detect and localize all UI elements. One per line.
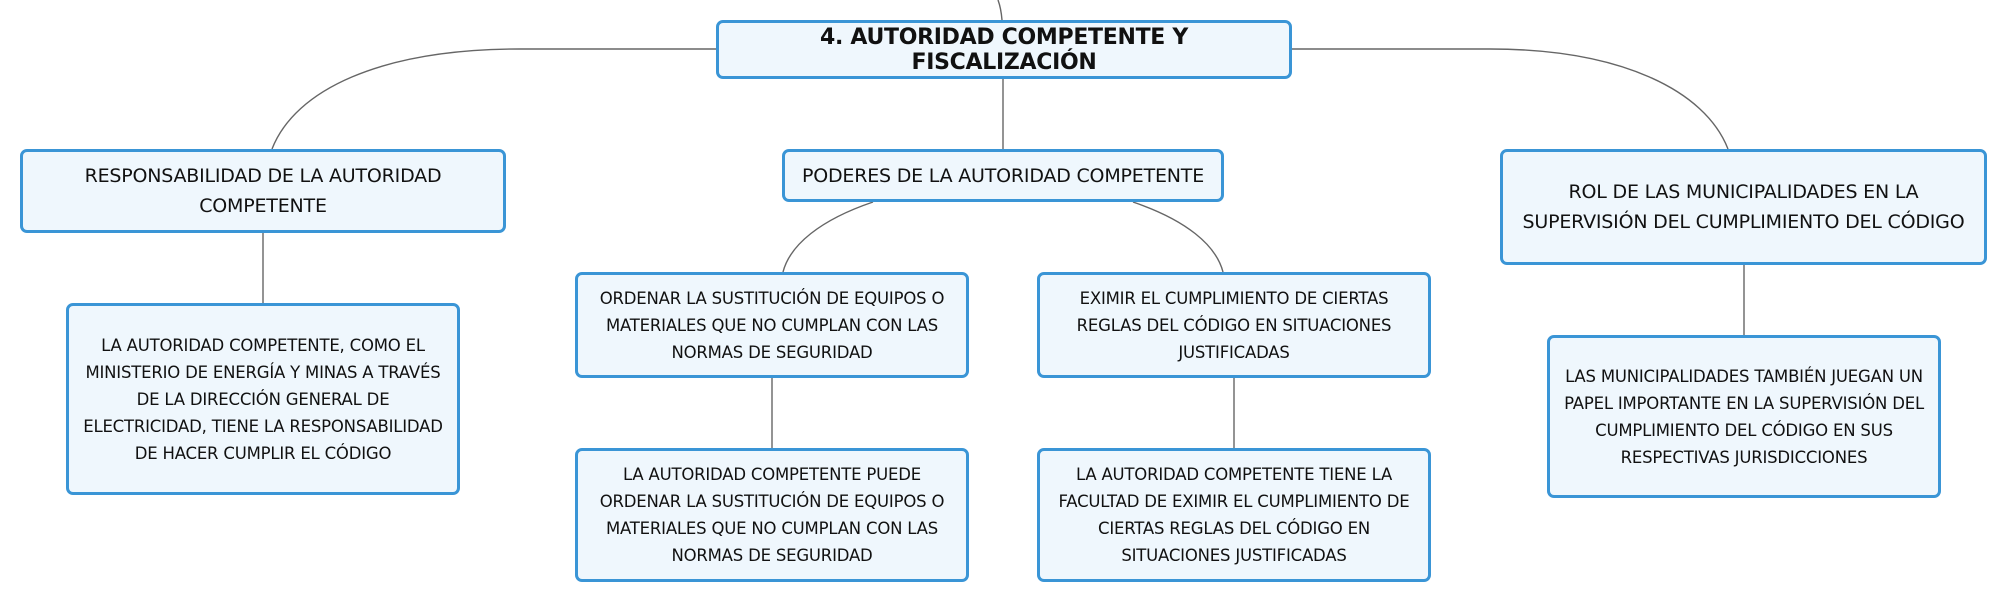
leaf-node-label: LA AUTORIDAD COMPETENTE, COMO EL MINISTE… <box>83 335 443 463</box>
leaf-node-ordenar-detail[interactable]: LA AUTORIDAD COMPETENTE PUEDE ORDENAR LA… <box>575 448 969 582</box>
branch-node-rol[interactable]: ROL DE LAS MUNICIPALIDADES EN LA SUPERVI… <box>1500 149 1987 265</box>
branch-node-label: ROL DE LAS MUNICIPALIDADES EN LA SUPERVI… <box>1522 181 1965 233</box>
sub-node-label: EXIMIR EL CUMPLIMIENTO DE CIERTAS REGLAS… <box>1076 288 1392 362</box>
connector-parent-to-root <box>997 0 1003 21</box>
connector-root-to-rol <box>1292 48 1729 150</box>
connector-poderes-to-ordenar <box>782 201 874 273</box>
leaf-node-eximir-detail[interactable]: LA AUTORIDAD COMPETENTE TIENE LA FACULTA… <box>1037 448 1431 582</box>
branch-node-responsabilidad[interactable]: RESPONSABILIDAD DE LA AUTORIDAD COMPETEN… <box>20 149 506 233</box>
connector-root-to-responsabilidad <box>271 48 718 150</box>
leaf-node-rol-detail[interactable]: LAS MUNICIPALIDADES TAMBIÉN JUEGAN UN PA… <box>1547 335 1941 498</box>
leaf-node-label: LAS MUNICIPALIDADES TAMBIÉN JUEGAN UN PA… <box>1564 366 1924 467</box>
leaf-node-label: LA AUTORIDAD COMPETENTE TIENE LA FACULTA… <box>1058 465 1410 565</box>
root-node[interactable]: 4. AUTORIDAD COMPETENTE Y FISCALIZACIÓN <box>716 20 1292 79</box>
sub-node-label: ORDENAR LA SUSTITUCIÓN DE EQUIPOS O MATE… <box>599 288 945 362</box>
branch-node-label: RESPONSABILIDAD DE LA AUTORIDAD COMPETEN… <box>84 165 442 217</box>
branch-node-poderes[interactable]: PODERES DE LA AUTORIDAD COMPETENTE <box>782 149 1224 202</box>
sub-node-ordenar-sustitucion[interactable]: ORDENAR LA SUSTITUCIÓN DE EQUIPOS O MATE… <box>575 272 969 378</box>
leaf-node-label: LA AUTORIDAD COMPETENTE PUEDE ORDENAR LA… <box>599 465 945 565</box>
connector-poderes-to-eximir <box>1132 201 1224 273</box>
sub-node-eximir-cumplimiento[interactable]: EXIMIR EL CUMPLIMIENTO DE CIERTAS REGLAS… <box>1037 272 1431 378</box>
leaf-node-responsabilidad-detail[interactable]: LA AUTORIDAD COMPETENTE, COMO EL MINISTE… <box>66 303 460 495</box>
branch-node-label: PODERES DE LA AUTORIDAD COMPETENTE <box>801 164 1205 187</box>
root-node-label: 4. AUTORIDAD COMPETENTE Y FISCALIZACIÓN <box>819 24 1189 75</box>
